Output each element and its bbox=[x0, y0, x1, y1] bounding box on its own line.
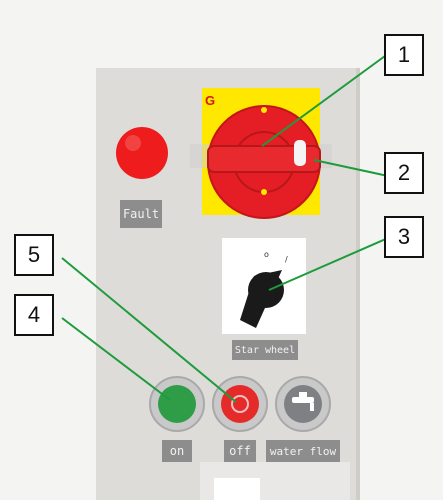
callout-3: 3 bbox=[384, 216, 424, 258]
fault-lamp-highlight bbox=[125, 135, 141, 151]
callout-4: 4 bbox=[14, 294, 54, 336]
water-flow-button[interactable] bbox=[284, 385, 322, 423]
leader-line-3 bbox=[268, 237, 389, 291]
off-button[interactable] bbox=[221, 385, 259, 423]
leader-line-5 bbox=[61, 257, 237, 403]
off-label: off bbox=[224, 440, 256, 462]
callout-2: 2 bbox=[384, 152, 424, 194]
water-flow-label: water flow bbox=[266, 440, 340, 462]
leader-line-1 bbox=[261, 55, 386, 147]
star-wheel-mark-1: / bbox=[285, 255, 288, 264]
panel-right-edge bbox=[356, 68, 360, 500]
faucet-icon bbox=[292, 392, 314, 411]
main-switch-handle[interactable] bbox=[207, 145, 321, 173]
main-switch-dot-bottom bbox=[261, 189, 267, 195]
main-switch-letter: G bbox=[205, 93, 215, 108]
callout-1: 1 bbox=[384, 34, 424, 76]
leader-line-4 bbox=[61, 317, 171, 401]
star-wheel-mark-0: o bbox=[264, 250, 269, 259]
bottom-knob bbox=[214, 478, 260, 500]
fault-lamp bbox=[116, 127, 168, 179]
main-switch-dot-top bbox=[261, 107, 267, 113]
star-wheel-label: Star wheel bbox=[232, 340, 298, 360]
off-button-ring bbox=[231, 395, 249, 413]
callout-5: 5 bbox=[14, 234, 54, 276]
on-button[interactable] bbox=[158, 385, 196, 423]
on-label: on bbox=[162, 440, 192, 462]
main-switch-lock-slot bbox=[294, 140, 306, 166]
fault-label: Fault bbox=[120, 200, 162, 228]
leader-line-2 bbox=[313, 159, 389, 177]
star-wheel-knob[interactable] bbox=[240, 270, 282, 328]
